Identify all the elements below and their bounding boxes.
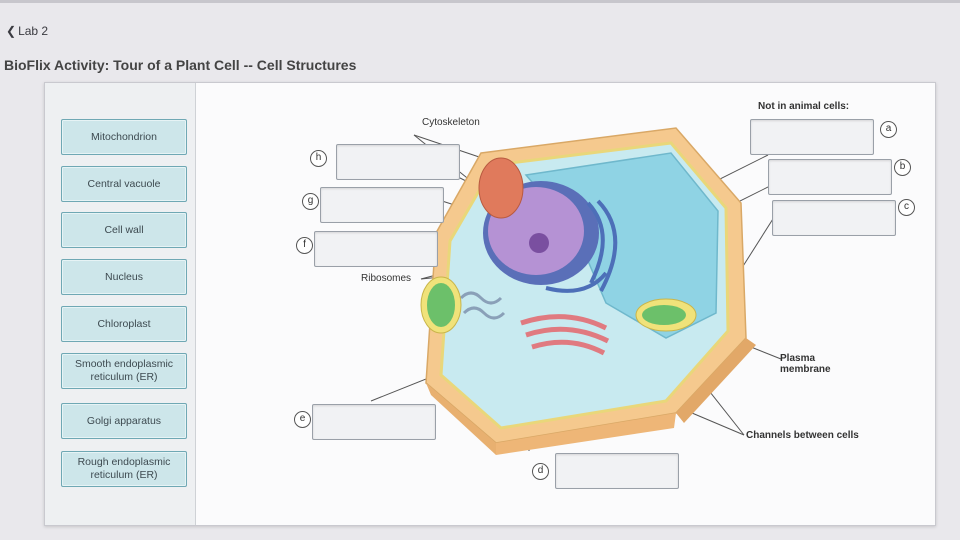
term-bank: Mitochondrion Central vacuole Cell wall … — [45, 83, 196, 525]
marker-d: d — [532, 463, 549, 480]
diagram-stage: Cytoskeleton Ribosomes Not in animal cel… — [196, 83, 935, 525]
drop-target-a[interactable] — [750, 119, 874, 155]
drop-target-b[interactable] — [768, 159, 892, 195]
marker-c: c — [898, 199, 915, 216]
term-smooth-er[interactable]: Smooth endoplasmic reticulum (ER) — [61, 353, 187, 389]
drop-target-e[interactable] — [312, 404, 436, 440]
term-mitochondrion[interactable]: Mitochondrion — [61, 119, 187, 155]
marker-e: e — [294, 411, 311, 428]
smooth-er-shape — [459, 291, 506, 320]
chevron-left-icon: ❮ — [6, 24, 17, 38]
term-cell-wall[interactable]: Cell wall — [61, 212, 187, 248]
top-border — [0, 0, 960, 3]
golgi-shape — [520, 314, 610, 356]
label-cytoskeleton: Cytoskeleton — [422, 117, 480, 128]
term-golgi-apparatus[interactable]: Golgi apparatus — [61, 403, 187, 439]
label-not-in-animal-cells: Not in animal cells: — [758, 101, 850, 112]
drop-target-c[interactable] — [772, 200, 896, 236]
page-title: BioFlix Activity: Tour of a Plant Cell -… — [4, 57, 357, 73]
drop-target-h[interactable] — [336, 144, 460, 180]
term-nucleus[interactable]: Nucleus — [61, 259, 187, 295]
marker-b: b — [894, 159, 911, 176]
marker-f: f — [296, 237, 313, 254]
term-rough-er[interactable]: Rough endoplasmic reticulum (ER) — [61, 451, 187, 487]
label-ribosomes: Ribosomes — [361, 273, 412, 284]
drop-target-g[interactable] — [320, 187, 444, 223]
rough-er-shape — [545, 199, 618, 293]
marker-a: a — [880, 121, 897, 138]
drop-target-d[interactable] — [555, 453, 679, 489]
label-channels-between-cells: Channels between cells — [746, 430, 859, 441]
plant-cell-diagram — [370, 127, 782, 455]
mitochondrion-shape — [478, 157, 524, 219]
term-central-vacuole[interactable]: Central vacuole — [61, 166, 187, 202]
drop-target-f[interactable] — [314, 231, 438, 267]
activity-panel: Mitochondrion Central vacuole Cell wall … — [44, 82, 936, 526]
marker-g: g — [302, 193, 319, 210]
term-chloroplast[interactable]: Chloroplast — [61, 306, 187, 342]
back-link-label: Lab 2 — [18, 24, 49, 38]
marker-h: h — [310, 150, 327, 167]
back-link-lab[interactable]: ❮ Lab 2 — [6, 24, 48, 38]
chloroplast-shapes — [420, 276, 697, 334]
label-plasma-membrane: Plasma membrane — [780, 353, 831, 375]
